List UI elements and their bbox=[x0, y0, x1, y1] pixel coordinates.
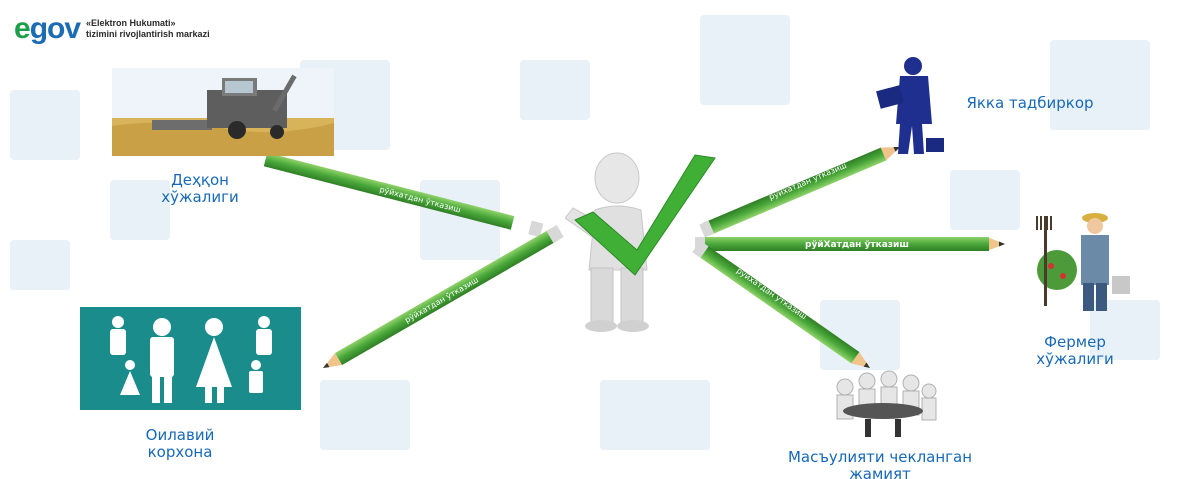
label-masuliyat-line2: жамият bbox=[760, 466, 1000, 479]
pencil-fermer: рўйХатдан ўтказиш bbox=[695, 237, 1005, 251]
family-icon bbox=[80, 307, 301, 410]
label-oilaviy-line1: Оилавий bbox=[120, 427, 240, 444]
businessman-icon bbox=[870, 54, 950, 164]
label-fermer-line2: хўжалиги bbox=[1020, 351, 1130, 368]
person-with-checkmark-icon bbox=[565, 150, 725, 340]
label-dehqon: Деҳқон хўжалиги bbox=[140, 172, 260, 206]
label-oilaviy: Оилавий корхона bbox=[120, 427, 240, 461]
label-fermer-line1: Фермер bbox=[1020, 334, 1130, 351]
label-masuliyat-line1: Масъулияти чекланган bbox=[760, 449, 1000, 466]
label-yakka-text: Якка тадбиркор bbox=[950, 95, 1110, 112]
label-dehqon-line1: Деҳқон bbox=[140, 172, 260, 189]
pencil-caption: рўйХатдан ўтказиш bbox=[805, 240, 909, 250]
pencil-oilaviy: рўйхатдан ўтказиш bbox=[320, 225, 564, 374]
pencil-dehqon: рўйхатдан ўтказиш bbox=[264, 153, 544, 237]
label-masuliyat: Масъулияти чекланган жамият bbox=[760, 449, 1000, 479]
pencil-caption: рўйхатдан ўтказиш bbox=[403, 275, 480, 325]
farmer-icon bbox=[1027, 208, 1137, 318]
label-yakka: Якка тадбиркор bbox=[950, 95, 1110, 112]
combine-harvester-icon bbox=[112, 68, 334, 156]
label-oilaviy-line2: корхона bbox=[120, 444, 240, 461]
label-dehqon-line2: хўжалиги bbox=[140, 189, 260, 206]
meeting-group-icon bbox=[825, 367, 940, 439]
label-fermer: Фермер хўжалиги bbox=[1020, 334, 1130, 368]
pencil-caption: рўйхатдан ўтказиш bbox=[735, 266, 808, 321]
